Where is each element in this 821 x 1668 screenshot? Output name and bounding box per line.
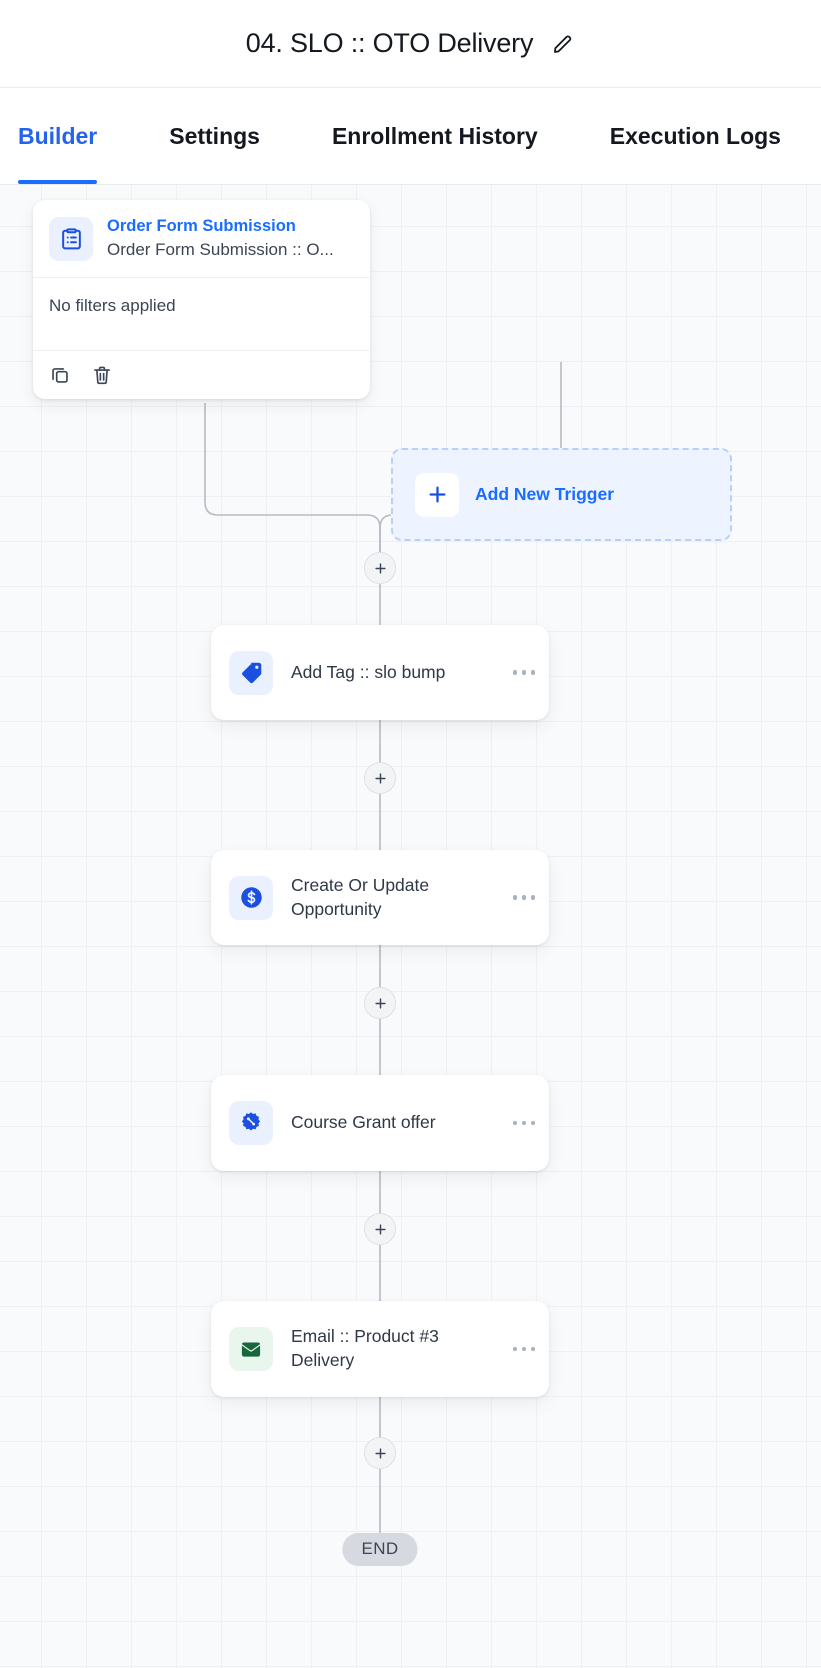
trash-icon[interactable]	[91, 364, 113, 386]
copy-icon[interactable]	[49, 364, 71, 386]
step-card-add-tag[interactable]: Add Tag :: slo bump	[211, 625, 549, 720]
tab-bar: Builder Settings Enrollment History Exec…	[0, 88, 821, 185]
step-label: Email :: Product #3 Delivery	[291, 1326, 439, 1370]
step-card-create-or-update-opportunity[interactable]: Create Or Update Opportunity	[211, 850, 549, 945]
tab-settings-label: Settings	[169, 122, 260, 149]
step-label: Create Or Update Opportunity	[291, 874, 430, 919]
ellipsis-icon[interactable]	[505, 670, 535, 675]
add-new-trigger-button[interactable]: Add New Trigger	[391, 448, 732, 541]
ellipsis-icon[interactable]	[505, 1120, 535, 1126]
end-node: END	[342, 1533, 418, 1566]
trigger-card[interactable]: Order Form Submission Order Form Submiss…	[33, 200, 370, 399]
step-label: Add Tag :: slo bump	[291, 661, 446, 682]
step-card-course-grant-offer[interactable]: Course Grant offer	[211, 1075, 549, 1171]
tab-enrollment-history-label: Enrollment History	[331, 122, 538, 149]
step-card-email-product-3-delivery[interactable]: Email :: Product #3 Delivery	[211, 1301, 549, 1397]
pencil-icon[interactable]	[551, 32, 575, 56]
trigger-title: Order Form Submission	[107, 217, 296, 235]
page-title: 04. SLO :: OTO Delivery	[245, 28, 534, 58]
tab-builder[interactable]: Builder	[18, 88, 133, 184]
step-card-content: Course Grant offer	[229, 1101, 505, 1145]
tag-icon	[229, 650, 273, 695]
add-new-trigger-label: Add New Trigger	[475, 484, 615, 504]
tab-enrollment-history[interactable]: Enrollment History	[296, 88, 574, 184]
add-step-button-5[interactable]	[364, 1437, 396, 1469]
tab-builder-label: Builder	[18, 122, 98, 149]
trigger-subtitle: Order Form Submission :: O...	[107, 240, 334, 260]
trigger-divider	[33, 276, 370, 278]
plus-icon	[415, 472, 459, 517]
step-card-content: Create Or Update Opportunity	[229, 874, 505, 921]
trigger-card-footer	[33, 349, 370, 399]
page-header: 04. SLO :: OTO Delivery	[0, 0, 821, 88]
step-card-content: Email :: Product #3 Delivery	[229, 1325, 505, 1372]
add-step-button-1[interactable]	[364, 552, 396, 584]
tab-execution-logs[interactable]: Execution Logs	[574, 88, 817, 184]
discount-badge-icon	[229, 1101, 273, 1145]
tab-settings[interactable]: Settings	[133, 88, 296, 184]
tab-execution-logs-label: Execution Logs	[609, 122, 781, 149]
add-step-button-3[interactable]	[364, 987, 396, 1019]
add-step-button-2[interactable]	[364, 762, 396, 794]
header-title-group: 04. SLO :: OTO Delivery	[246, 28, 576, 59]
clipboard-list-icon	[49, 216, 93, 261]
dollar-circle-icon	[229, 875, 273, 920]
step-label: Course Grant offer	[291, 1112, 436, 1133]
trigger-filters-text: No filters applied	[49, 295, 176, 315]
step-card-content: Add Tag :: slo bump	[229, 650, 505, 695]
trigger-card-texts: Order Form Submission Order Form Submiss…	[107, 215, 334, 263]
workflow-canvas[interactable]: Order Form Submission Order Form Submiss…	[0, 185, 821, 1668]
trigger-card-header: Order Form Submission Order Form Submiss…	[33, 200, 370, 277]
add-step-button-4[interactable]	[364, 1213, 396, 1245]
ellipsis-icon[interactable]	[505, 1346, 535, 1352]
ellipsis-icon[interactable]	[505, 895, 535, 900]
envelope-icon	[229, 1327, 273, 1371]
